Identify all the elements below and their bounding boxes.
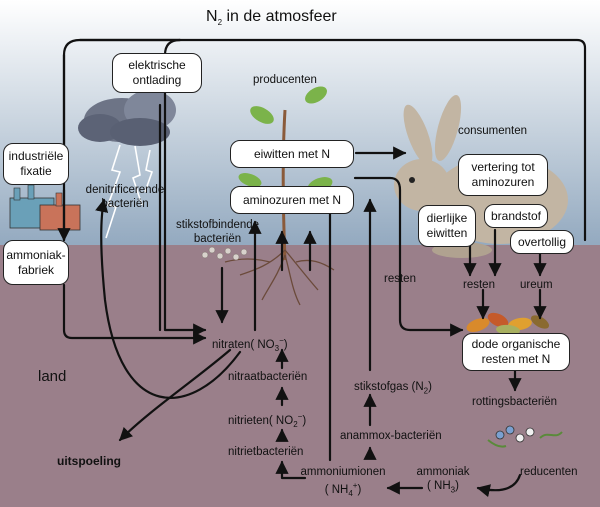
remains-label-2: resten [463,279,495,291]
amino-acids-box: aminozuren met N [230,186,354,214]
cloud-icon [78,90,176,146]
proteins-box: eiwitten met N [230,140,354,168]
ammonia-label: ammoniak ( NH3) [416,466,470,495]
producers-label: producenten [253,74,317,86]
factory-icon [9,184,81,231]
atmosphere-title: N2 in de atmosfeer [206,8,337,28]
animal-proteins-box: dierlijke eiwitten [418,205,476,247]
nitrates-label: nitraten( NO3−) [212,336,288,354]
nitrogen-gas-label: stikstofgas (N2) [354,381,432,396]
nitrite-bacteria-label: nitrietbacteriën [228,446,304,458]
nitrites-label: nitrieten( NO2−) [228,412,307,430]
electric-discharge-box: elektrische ontlading [112,53,202,93]
digestion-box: vertering tot aminozuren [458,154,548,196]
soil-background [0,245,600,507]
urea-label: ureum [520,279,553,291]
nitrate-bacteria-label: nitraatbacteriën [228,371,308,383]
nitrogen-fixing-bacteria-label: stikstofbindende bacteriën [175,219,260,245]
consumers-label: consumenten [458,125,528,137]
decomposers-label: reducenten [520,466,578,478]
lightning-icon [105,144,154,239]
dead-remains-box: dode organische resten met N [462,333,570,371]
ammonia-factory-box: ammoniak-fabriek [3,240,69,285]
industrial-fixation-box: industriële fixatie [3,143,69,185]
leaves-icon [466,312,550,336]
bacteria-icon [487,425,563,448]
ammonium-label: ammoniumionen ( NH4+) [300,466,386,499]
remains-label: resten [384,273,416,285]
surplus-box: overtollig [510,230,574,254]
land-label: land [38,368,67,385]
rotting-bacteria-label: rottingsbacteriën [472,396,558,408]
anammox-label: anammox-bacteriën [340,430,442,442]
fuel-box: brandstof [484,204,548,228]
leaching-label: uitspoeling [57,454,121,468]
arrows [57,38,587,498]
denitrifying-bacteria-label: denitrificerende bacteriën [85,184,165,210]
